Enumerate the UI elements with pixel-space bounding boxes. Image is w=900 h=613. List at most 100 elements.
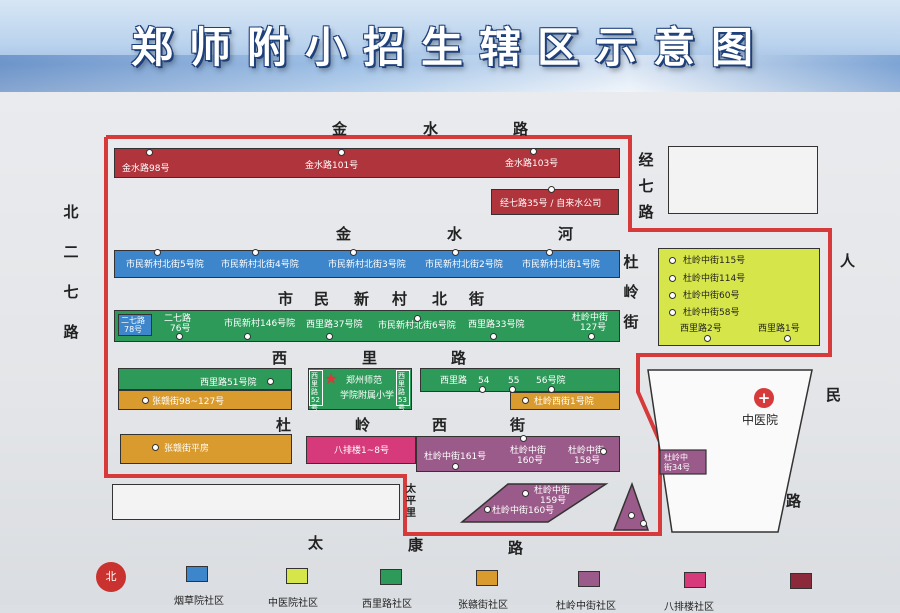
shimin5-dot xyxy=(154,249,161,256)
legend-xili-label: 西里路社区 xyxy=(362,599,412,610)
jinshui101-label: 金水路101号 xyxy=(305,161,359,171)
duling60-label: 杜岭中街60号 xyxy=(683,291,740,301)
legend-yancao-swatch xyxy=(186,566,208,582)
shimin6-label: 市民新村北街6号院 xyxy=(378,321,456,331)
road-renmin-3: 路 xyxy=(786,492,802,510)
road-jinshui-1: 金 xyxy=(332,120,348,138)
duling159-label-1: 杜岭中街 xyxy=(534,486,571,496)
zhangqiao98-block xyxy=(118,390,292,410)
xili55-label: 55 xyxy=(508,376,520,386)
duling34-block xyxy=(659,449,707,475)
road-xili-3: 路 xyxy=(451,349,467,367)
shimin146-dot xyxy=(244,333,251,340)
road-taipingli-3: 里 xyxy=(406,508,416,519)
road-taikang-1: 太 xyxy=(308,534,324,552)
road-jinshui-2: 水 xyxy=(423,120,439,138)
jinshui103-dot xyxy=(530,148,537,155)
zhangqiao98-dot xyxy=(142,397,149,404)
road-duling-3: 街 xyxy=(623,313,639,331)
legend-extra-swatch xyxy=(790,573,812,589)
road-jingqi-3: 路 xyxy=(638,203,654,221)
school-label-1: 郑州师范 xyxy=(346,376,383,386)
road-beierqi-2: 二 xyxy=(63,243,79,261)
road-dulingxi-4: 街 xyxy=(510,416,526,434)
xili53-label: 西里路53号 xyxy=(398,372,407,412)
jinshui101-dot xyxy=(338,149,345,156)
xili-row-block xyxy=(114,310,620,342)
road-taipingli-1: 太 xyxy=(406,484,416,495)
xili1-dot xyxy=(784,335,791,342)
erqi78-label-2: 78号 xyxy=(124,325,143,334)
banner-swoosh xyxy=(0,55,900,95)
road-jingqi-1: 经 xyxy=(638,151,654,169)
duling160b-label: 杜岭中街160号 xyxy=(492,506,555,516)
legend-zhongyiyuan-label: 中医院社区 xyxy=(268,598,318,609)
shimin3-label: 市民新村北街3号院 xyxy=(328,260,406,270)
boundary-line xyxy=(104,135,832,536)
road-shimin-6: 街 xyxy=(469,290,485,308)
legend-bapailou-swatch xyxy=(684,572,706,588)
duling114-label: 杜岭中街114号 xyxy=(683,274,746,284)
shimin146-label: 市民新村146号院 xyxy=(224,319,296,329)
duling159-label-2: 159号 xyxy=(540,496,567,506)
duling160-dot xyxy=(520,435,527,442)
shimin3-dot xyxy=(350,249,357,256)
river-jinshui-3: 河 xyxy=(558,225,574,243)
road-dulingxi-3: 西 xyxy=(432,416,448,434)
duling58-dot xyxy=(669,309,676,316)
jinshui103-label: 金水路103号 xyxy=(505,159,559,169)
duling127-label-1: 杜岭中街 xyxy=(572,313,609,323)
legend-xili-swatch xyxy=(380,569,402,585)
jingqi35-block xyxy=(491,189,619,215)
shimin4-dot xyxy=(252,249,259,256)
xili1-label: 西里路1号 xyxy=(758,324,800,334)
duling60-dot xyxy=(669,292,676,299)
school-block xyxy=(308,368,412,410)
jinshui98-dot xyxy=(146,149,153,156)
zhangqiao-pingfang-dot xyxy=(152,444,159,451)
xili33-label: 西里路33号院 xyxy=(468,320,525,330)
duling58-label: 杜岭中街58号 xyxy=(683,308,740,318)
duling34-label-2: 街34号 xyxy=(664,463,691,472)
shimin2-label: 市民新村北街2号院 xyxy=(425,260,503,270)
xili52-block xyxy=(309,370,323,406)
xili54-block xyxy=(420,368,620,392)
erqi76-dot xyxy=(176,333,183,340)
legend-bapailou-label: 八排楼社区 xyxy=(664,602,714,613)
road-taipingli-2: 平 xyxy=(406,496,416,507)
hospital-cross-icon: + xyxy=(754,388,774,408)
road-beierqi: 北 二 七 路 xyxy=(62,192,80,352)
duling-xijie1-label: 杜岭西街1号院 xyxy=(534,397,594,407)
duling161-label: 杜岭中街161号 xyxy=(424,452,487,462)
duling160b-block xyxy=(459,483,609,523)
yellow-duling-block xyxy=(658,248,820,346)
duling158-label-1: 杜岭中街 xyxy=(568,446,605,456)
road-jingqi-2: 七 xyxy=(638,177,654,195)
duling158-dot xyxy=(600,448,607,455)
road-jingqi: 经 七 路 xyxy=(637,147,655,225)
bapailou-label: 八排楼1~8号 xyxy=(334,446,389,456)
road-renmin-2: 民 xyxy=(826,386,842,404)
zhangqiao98-label: 张赣街98~127号 xyxy=(152,397,225,407)
xili37-dot xyxy=(326,333,333,340)
road-renmin-1: 人 xyxy=(840,252,856,270)
road-shimin-4: 村 xyxy=(392,290,408,308)
duling160-label-2: 160号 xyxy=(517,456,544,466)
road-beierqi-3: 七 xyxy=(63,283,79,301)
school-star-icon: ★ xyxy=(324,369,339,388)
shimin5-label: 市民新村北街5号院 xyxy=(126,260,204,270)
xili54-dot xyxy=(479,386,486,393)
shimin1-dot xyxy=(546,249,553,256)
xili51-block xyxy=(118,368,292,390)
road-taikang-3: 路 xyxy=(508,539,524,557)
legend-yancao-label: 烟草院社区 xyxy=(174,596,224,607)
legend-duling-swatch xyxy=(578,571,600,587)
xili37-label: 西里路37号院 xyxy=(306,320,363,330)
shimin1-label: 市民新村北街1号院 xyxy=(522,260,600,270)
river-jinshui-1: 金 xyxy=(336,225,352,243)
duling159-block xyxy=(612,481,650,531)
legend-zhongyiyuan-swatch xyxy=(286,568,308,584)
road-beierqi-4: 路 xyxy=(63,323,79,341)
map-title: 郑师附小招生辖区示意图 xyxy=(130,23,769,72)
xili51-label: 西里路51号院 xyxy=(200,378,257,388)
